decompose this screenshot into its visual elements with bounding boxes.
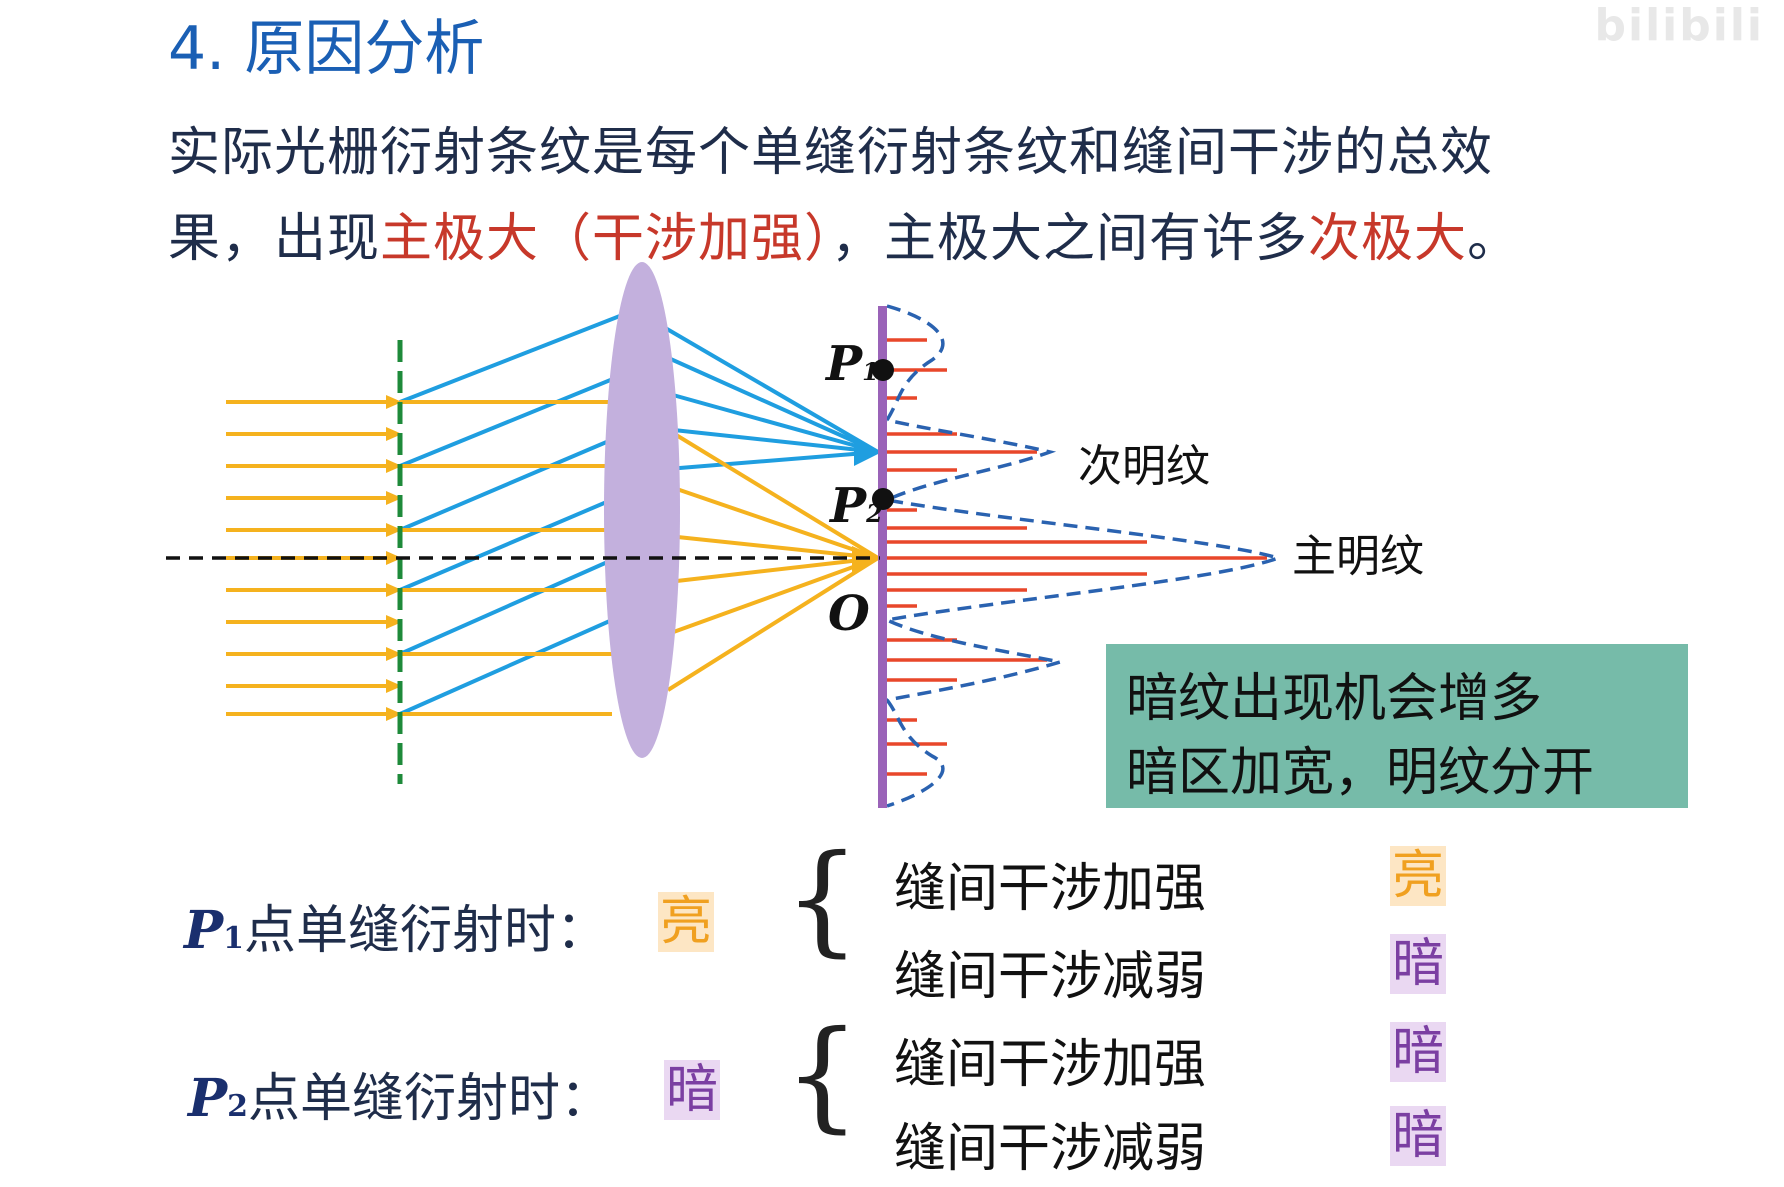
label-origin: O: [828, 586, 870, 642]
blue-ray-to-focus: [653, 320, 880, 454]
incident-ray-arrowhead: [386, 707, 402, 721]
yellow-ray-to-focus: [667, 556, 879, 636]
highlight-secondary-maximum: 次极大: [1308, 209, 1468, 269]
bilibili-watermark: bilibili: [1594, 0, 1764, 51]
incident-ray-arrowhead: [386, 427, 402, 441]
incident-ray-arrowhead: [386, 459, 402, 473]
case-p1-result-badge: 亮: [658, 892, 715, 952]
blue-ray-to-lens: [399, 310, 631, 404]
yellow-ray-to-focus: [667, 484, 879, 560]
case-p1-row-2-badge: 暗: [1390, 934, 1447, 994]
paragraph-line-1: 实际光栅衍射条纹是每个单缝衍射条纹和缝间干涉的总效: [168, 123, 1494, 183]
note-line-1: 暗纹出现机会增多: [1126, 669, 1543, 729]
paragraph-text: 果，出现: [168, 209, 381, 269]
case-p1-subscript: 1: [223, 921, 244, 956]
paragraph-text: 。: [1467, 209, 1521, 269]
case-p1-row-2-text: 缝间干涉减弱: [894, 947, 1207, 1007]
blue-ray-to-lens: [399, 550, 631, 656]
case-p2-row-2-text: 缝间干涉减弱: [894, 1119, 1207, 1179]
single-slit-envelope: [881, 304, 1284, 808]
incident-ray-arrowhead: [386, 647, 402, 661]
case-p1-label: P1点单缝衍射时：: [184, 888, 608, 963]
highlight-principal-maximum: 主极大（干涉加强）: [380, 209, 832, 269]
convex-lens: [604, 262, 680, 758]
observation-screen: [878, 306, 887, 808]
paragraph-line-2: 果，出现主极大（干涉加强），主极大之间有许多次极大。: [168, 196, 1520, 271]
label-p2-subscript: 2: [866, 499, 883, 528]
label-p1: P1: [826, 336, 879, 392]
label-p1-subscript: 1: [862, 357, 879, 386]
intensity-bars: [887, 338, 1267, 776]
yellow-ray-to-focus: [666, 428, 880, 560]
case-p2-row-1-badge: 暗: [1390, 1022, 1447, 1082]
incident-ray-arrowhead: [386, 615, 402, 629]
blue-ray-to-lens: [399, 370, 631, 468]
yellow-ray-to-focus: [667, 556, 879, 584]
case-p1-row-1-badge: 亮: [1390, 846, 1447, 906]
incident-rays: [226, 395, 402, 721]
case-p1-brace: {: [784, 830, 861, 969]
incident-ray-arrowhead: [386, 679, 402, 693]
case-p1-point: P: [184, 900, 224, 961]
blue-ray-to-lens: [399, 430, 631, 532]
blue-ray-to-focus: [654, 350, 879, 454]
incident-ray-arrowhead: [386, 491, 402, 505]
point-p1-dot: [872, 359, 894, 381]
note-box: 暗纹出现机会增多 暗区加宽，明纹分开: [1106, 644, 1688, 808]
yellow-ray-to-focus: [667, 534, 879, 560]
blue-ray-to-lens: [399, 610, 631, 716]
section-title: 4. 原因分析: [168, 14, 485, 84]
case-p2-row-1-text: 缝间干涉加强: [894, 1035, 1207, 1095]
incident-ray-arrowhead: [386, 551, 402, 565]
label-p1-letter: P: [826, 336, 863, 392]
case-p2-row-2-badge: 暗: [1390, 1106, 1447, 1166]
yellow-ray-to-focus: [666, 556, 880, 692]
note-line-2: 暗区加宽，明纹分开: [1126, 743, 1595, 803]
blue-ray-to-lens: [399, 490, 631, 592]
case-p2-label: P2点单缝衍射时：: [188, 1056, 612, 1131]
blue-focus-arrowhead: [854, 440, 882, 466]
incident-ray-arrowhead: [386, 395, 402, 409]
case-p2-brace: {: [784, 1006, 861, 1145]
label-p2-letter: P: [830, 478, 867, 534]
blue-ray-to-focus: [654, 450, 879, 472]
label-p2: P2: [830, 478, 883, 534]
case-p1-row-1-text: 缝间干涉加强: [894, 859, 1207, 919]
label-secondary-fringe: 次明纹: [1078, 441, 1210, 492]
case-p2-point: P: [188, 1068, 228, 1129]
case-p2-text: 点单缝衍射时：: [247, 1069, 612, 1129]
point-p2-dot: [872, 488, 894, 510]
diffracted-rays-blue: [399, 310, 882, 716]
blue-ray-to-focus: [654, 426, 879, 454]
paragraph-text: ，主极大之间有许多: [831, 209, 1309, 269]
case-p2-result-badge: 暗: [664, 1060, 721, 1120]
blue-ray-to-focus: [654, 388, 879, 454]
incident-ray-arrowhead: [386, 583, 402, 597]
label-principal-fringe: 主明纹: [1292, 531, 1424, 582]
case-p1-text: 点单缝衍射时：: [243, 901, 608, 961]
case-p2-subscript: 2: [227, 1089, 248, 1124]
incident-ray-arrowhead: [386, 523, 402, 537]
